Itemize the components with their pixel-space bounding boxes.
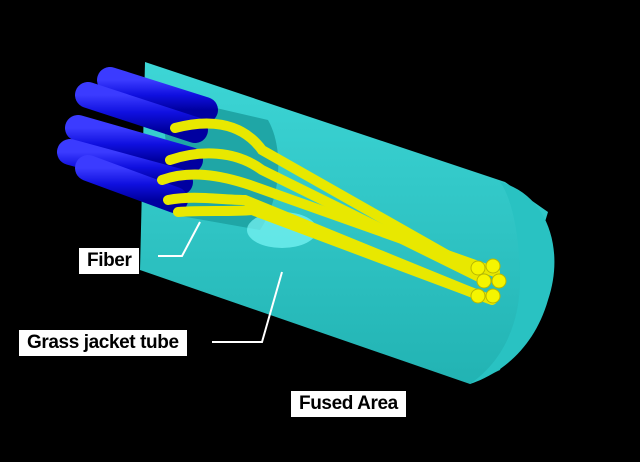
fiber	[157, 169, 500, 277]
tube-end-face	[470, 182, 555, 384]
fiber-end	[491, 273, 507, 289]
fiber-end	[476, 273, 492, 289]
fiber	[173, 204, 497, 305]
fiber-leader-line	[158, 221, 201, 257]
fiber-jacket	[97, 67, 218, 123]
fiber	[165, 148, 490, 285]
fiber-end-faces	[470, 258, 507, 304]
fiber	[170, 118, 475, 273]
jacket-leader-line	[212, 271, 283, 343]
fiber-jackets	[57, 67, 218, 213]
leader-lines	[158, 221, 283, 343]
fiber-end	[470, 288, 486, 304]
fiber-label: Fiber	[79, 248, 140, 274]
fiber-end	[485, 258, 501, 274]
fiber-jacket	[75, 155, 188, 213]
fibers	[157, 118, 500, 305]
fiber	[163, 192, 483, 300]
fiber-end	[470, 260, 486, 276]
fiber-end	[485, 288, 501, 304]
glass-jacket-tube-label: Grass jacket tube	[19, 330, 187, 356]
fused-area-label: Fused Area	[291, 391, 406, 417]
